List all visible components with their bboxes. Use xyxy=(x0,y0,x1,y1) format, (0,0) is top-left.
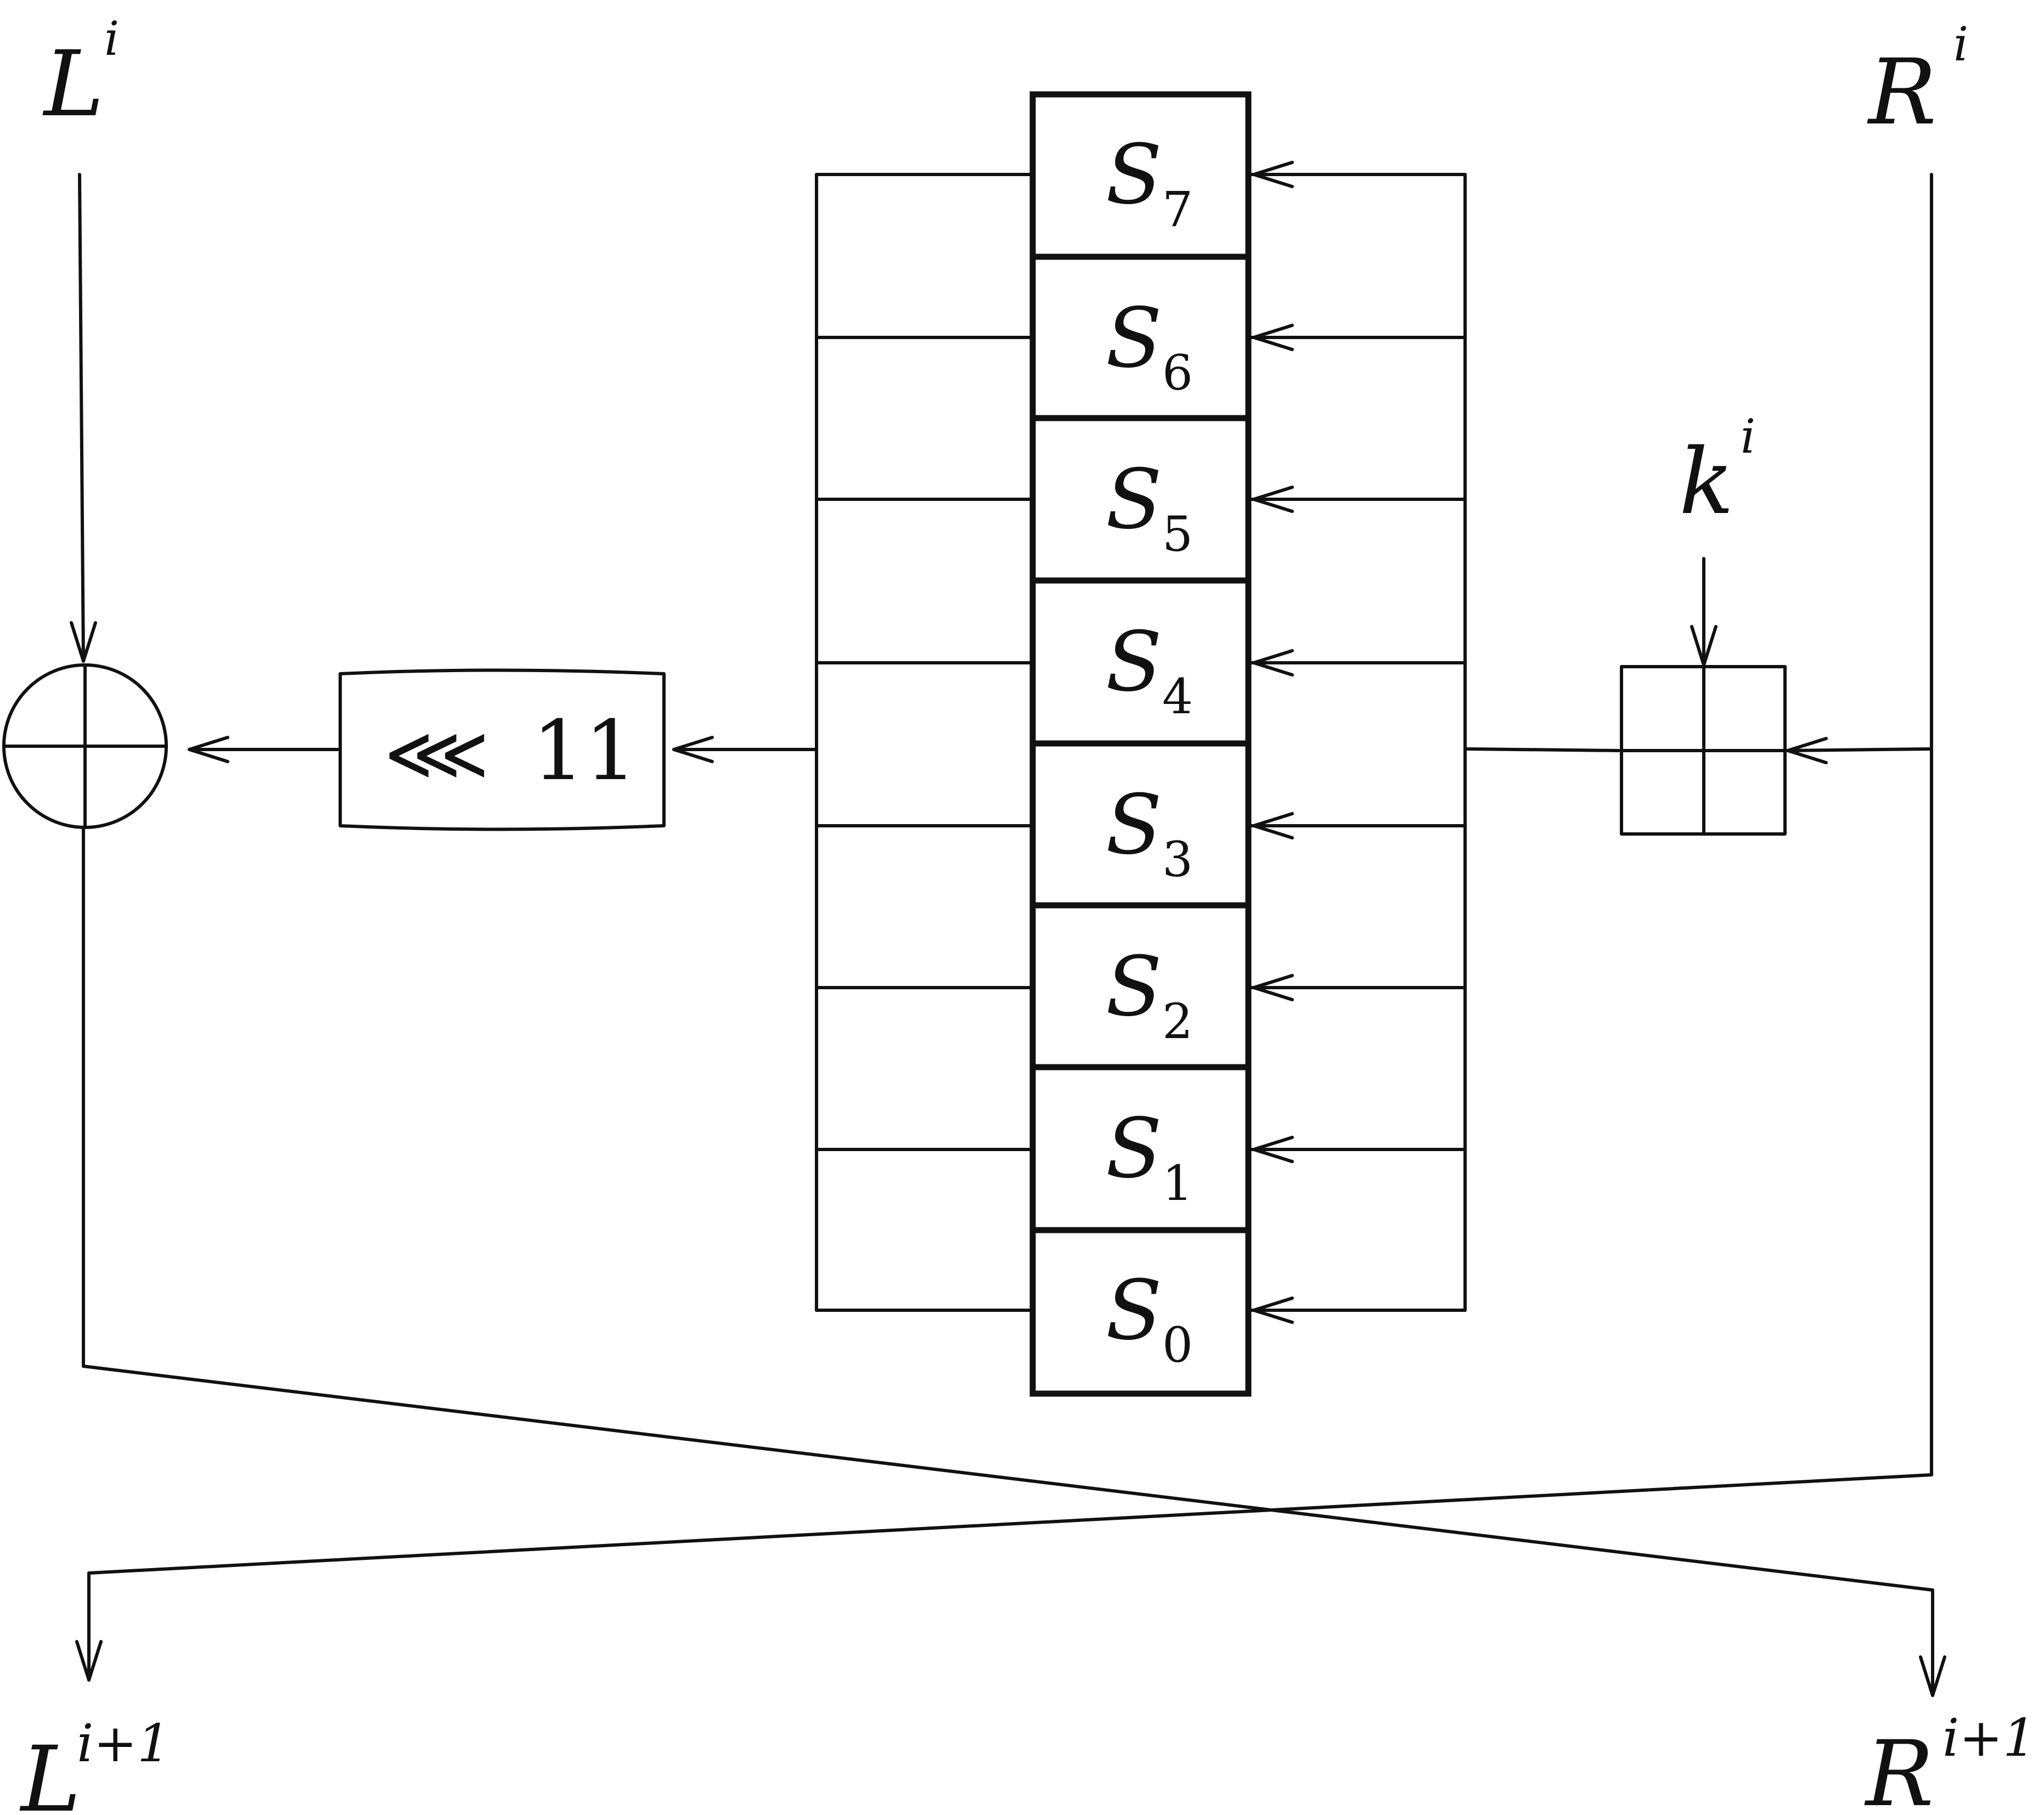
wire-cross-to-left xyxy=(87,1473,1933,1575)
label-L-letter: L xyxy=(42,31,104,137)
sbox-6: S 6 xyxy=(1106,291,1193,401)
sbox-letter: S xyxy=(1106,291,1162,386)
wire-R-to-adder xyxy=(1786,747,1933,752)
sbox-letter: S xyxy=(1106,452,1162,548)
rotate-symbol: ⋘ xyxy=(384,711,489,797)
label-R-letter: R xyxy=(1867,40,1936,145)
sbox-index: 0 xyxy=(1162,1317,1193,1373)
modular-adder-icon xyxy=(1620,665,1787,836)
sbox-0: S 0 xyxy=(1106,1263,1193,1373)
sbox-index: 6 xyxy=(1162,345,1193,401)
sbox-stack xyxy=(1029,91,1252,1397)
arrow-to-rotate xyxy=(672,736,714,763)
label-k-superscript: i xyxy=(1741,410,1755,464)
sbox-input-wires xyxy=(1249,173,1467,1312)
sbox-letter: S xyxy=(1106,777,1162,873)
sbox-letter: S xyxy=(1106,615,1162,710)
arrow-R-next xyxy=(1919,1655,1946,1697)
sbox-index: 5 xyxy=(1162,506,1193,562)
label-k-i: k i xyxy=(1679,410,1755,534)
wire-cross-to-right xyxy=(82,1365,1934,1592)
sbox-letter: S xyxy=(1106,939,1162,1035)
sbox-index: 3 xyxy=(1162,831,1193,888)
sbox-index: 7 xyxy=(1162,181,1193,238)
sbox-5: S 5 xyxy=(1106,452,1193,562)
label-L-i: L i xyxy=(42,12,119,137)
sbox-3: S 3 xyxy=(1106,777,1193,888)
sbox-output-wires xyxy=(815,173,1033,1312)
xor-icon xyxy=(2,663,168,829)
arrow-into-adder-right xyxy=(1786,737,1828,764)
sbox-7: S 7 xyxy=(1106,127,1193,238)
rotate-amount: 11 xyxy=(532,703,637,799)
rotate-box xyxy=(339,668,666,831)
sbox-index: 1 xyxy=(1162,1155,1193,1211)
sbox-4: S 4 xyxy=(1106,615,1193,725)
wire-L-to-xor xyxy=(78,173,85,663)
sbox-2: S 2 xyxy=(1106,939,1193,1050)
sbox-letter: S xyxy=(1106,127,1162,223)
label-R-superscript: i xyxy=(1953,18,1968,72)
sbox-letter: S xyxy=(1106,1263,1162,1359)
arrow-into-xor xyxy=(70,621,97,663)
arrow-to-xor xyxy=(188,736,229,763)
sbox-1: S 1 xyxy=(1106,1101,1193,1211)
label-L-next-letter: L xyxy=(19,1727,81,1815)
label-L-next: L i+1 xyxy=(19,1713,170,1815)
sbox-index: 2 xyxy=(1162,993,1193,1050)
label-k-letter: k xyxy=(1679,429,1734,534)
label-R-i: R i xyxy=(1867,18,1968,145)
label-R-next-letter: R xyxy=(1864,1721,1934,1815)
label-L-next-superscript: i+1 xyxy=(77,1713,170,1774)
sbox-input-arrows xyxy=(1252,161,1294,1324)
label-R-next: R i+1 xyxy=(1864,1708,2036,1815)
sbox-letter: S xyxy=(1106,1101,1162,1197)
arrow-L-next xyxy=(75,1640,103,1682)
sbox-index: 4 xyxy=(1162,668,1193,725)
label-L-superscript: i xyxy=(104,12,119,66)
wire-adder-to-distributor xyxy=(1465,747,1620,752)
label-R-next-superscript: i+1 xyxy=(1942,1708,2036,1768)
